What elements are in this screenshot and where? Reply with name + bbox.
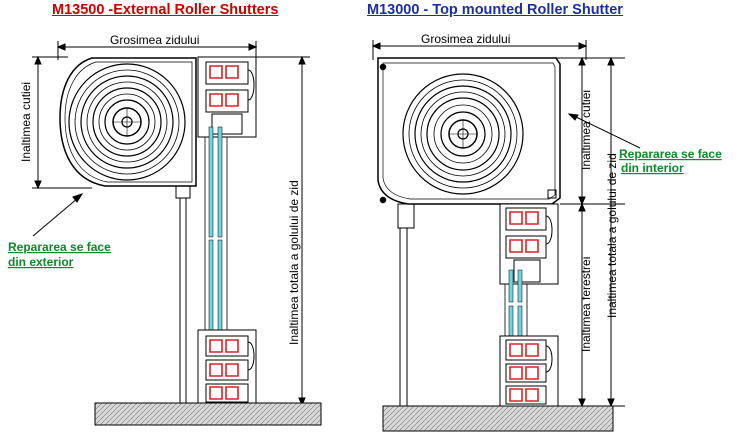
right-repair-note-line1: Repararea se face: [619, 147, 722, 161]
left-wall-thickness-label: Grosimea zidului: [110, 33, 199, 47]
left-total-height-dimension: [256, 55, 310, 407]
right-window-height-label: Inaltimea ferestrei: [579, 257, 593, 352]
left-repair-note-line2: din exterior: [8, 255, 74, 269]
right-window-frame-bottom: [499, 335, 559, 407]
right-guide-rail: [397, 203, 415, 406]
right-shutter-box: [377, 57, 561, 205]
right-diagram: Grosimea zidului: [371, 32, 722, 432]
right-window-height-dimension: [578, 202, 586, 408]
left-diagram: Grosimea zidului Inaltimea cutiei: [8, 33, 322, 426]
right-roller-coil: [402, 73, 524, 195]
left-guide-rail: [175, 185, 191, 404]
right-diagram-title: M13000 - Top mounted Roller Shutter: [367, 2, 623, 18]
left-window-frame-top: [197, 56, 257, 138]
left-glass-panes: [208, 126, 223, 331]
left-box-height-label: Inaltimea cutiei: [19, 82, 33, 162]
right-window-frame-top: [499, 203, 559, 285]
left-diagram-title: M13500 -External Roller Shutters: [52, 2, 279, 18]
right-floor-slab: [382, 405, 614, 432]
left-repair-note-line1: Repararea se face: [8, 240, 111, 254]
left-floor-slab: [94, 402, 322, 426]
left-repair-arrow: [32, 193, 84, 237]
left-total-height-label: Inaltimea totala a golului de zid: [287, 180, 301, 345]
right-total-height-label: Inaltimea totala a golului de zid: [605, 153, 619, 318]
right-wall-thickness-dimension: [371, 40, 588, 60]
right-total-height-dimension: [560, 56, 625, 408]
left-roller-coil: [68, 63, 186, 181]
right-repair-note-line2: din interior: [621, 161, 684, 175]
left-shutter-box: [59, 57, 197, 187]
right-wall-thickness-label: Grosimea zidului: [421, 32, 510, 46]
right-box-height-dimension: [556, 56, 625, 206]
left-window-frame-bottom: [197, 329, 257, 405]
right-box-height-label: Inaltimea cutiei: [579, 90, 593, 170]
right-repair-arrow: [567, 113, 641, 149]
left-box-height-dimension: [32, 55, 92, 190]
